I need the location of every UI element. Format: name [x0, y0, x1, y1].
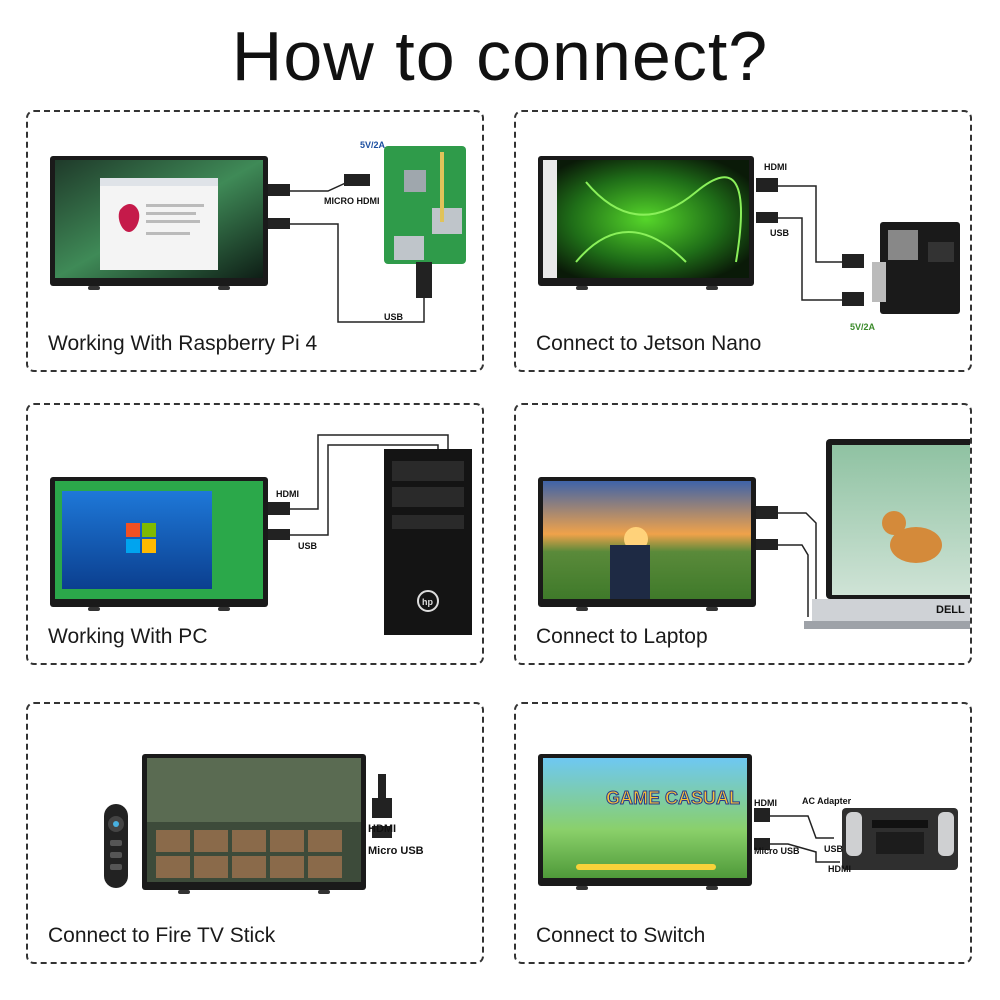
- micro-usb-plug-icon: [754, 838, 770, 850]
- fire-stick-icon: [378, 774, 386, 798]
- hdmi-label: HDMI: [754, 798, 777, 808]
- micro-usb-plug-icon: [372, 826, 392, 838]
- raspberry-pi-board-icon: [384, 146, 466, 264]
- hdmi-plug-icon-2: [842, 254, 864, 268]
- hdmi-label: HDMI: [764, 162, 787, 172]
- usb-label: USB: [824, 844, 844, 854]
- laptop-icon: DELL: [804, 439, 970, 629]
- usb-label: USB: [770, 228, 790, 238]
- panel-caption: Connect to Fire TV Stick: [48, 924, 276, 947]
- panel-switch: GAME CASUAL HDMI Micro USB AC Adapter US…: [514, 702, 972, 964]
- windows-logo-icon: [126, 523, 156, 553]
- monitor-icon: [538, 477, 756, 611]
- usb-plug-icon: [268, 529, 290, 540]
- pc-tower-icon: hp: [384, 449, 472, 635]
- usb-plug-icon: [268, 218, 290, 229]
- usb-label: USB: [298, 541, 318, 551]
- monitor-icon: GAME CASUAL: [538, 754, 752, 890]
- hdmi-label-2: HDMI: [828, 864, 851, 874]
- hdmi-label: HDMI: [368, 823, 396, 835]
- panel-caption: Connect to Switch: [536, 924, 706, 947]
- remote-icon: [104, 804, 128, 888]
- micro-hdmi-label: MICRO HDMI: [324, 196, 380, 206]
- jetson-nano-diagram: HDMI USB 5V/2A: [538, 156, 960, 332]
- hdmi-plug-icon: [754, 808, 770, 822]
- power-label: 5V/2A: [360, 140, 386, 150]
- usb-plug-icon: [756, 539, 778, 550]
- panel-fire-tv-stick: HDMI Micro USB Connect to Fire TV Stick: [26, 702, 484, 964]
- power-label: 5V/2A: [850, 322, 876, 332]
- panel-jetson-nano: HDMI USB 5V/2A Connect to Jetson Nano: [514, 110, 972, 372]
- hdmi-plug-icon: [756, 178, 778, 192]
- usb-plug-icon-2: [416, 262, 432, 298]
- game-title: GAME CASUAL: [606, 788, 740, 808]
- usb-plug-icon: [756, 212, 778, 223]
- cable-lines: [768, 815, 840, 863]
- laptop-brand: DELL: [936, 604, 965, 616]
- monitor-icon: [142, 754, 366, 894]
- panel-pc: hp HDMI USB Working With PC: [26, 403, 484, 665]
- power-plug-icon: [842, 292, 864, 306]
- panel-caption: Working With Raspberry Pi 4: [48, 332, 318, 355]
- panel-caption: Connect to Jetson Nano: [536, 332, 762, 355]
- svg-text:hp: hp: [422, 597, 433, 607]
- micro-usb-label: Micro USB: [368, 845, 424, 857]
- jetson-board-icon: [872, 222, 960, 314]
- pc-diagram: hp HDMI USB: [50, 434, 472, 635]
- page-title: How to connect?: [231, 17, 769, 95]
- panel-laptop: DELL Connect to Laptop: [514, 403, 972, 665]
- ac-adapter-label: AC Adapter: [802, 796, 852, 806]
- switch-diagram: GAME CASUAL HDMI Micro USB AC Adapter US…: [538, 754, 958, 890]
- switch-dock-icon: [842, 808, 958, 870]
- panel-caption: Connect to Laptop: [536, 625, 708, 648]
- panel-caption: Working With PC: [48, 625, 208, 648]
- usb-label: USB: [384, 312, 404, 322]
- laptop-diagram: DELL: [538, 439, 970, 629]
- hdmi-plug-icon: [268, 502, 290, 515]
- monitor-icon: [50, 156, 268, 290]
- hdmi-plug-icon: [268, 184, 290, 196]
- monitor-icon: [538, 156, 754, 290]
- micro-usb-label: Micro USB: [754, 846, 800, 856]
- cable-lines: [778, 512, 817, 617]
- hdmi-label: HDMI: [276, 489, 299, 499]
- panel-raspberry-pi: 5V/2A MICRO HDMI USB Working With Raspbe…: [26, 110, 484, 372]
- micro-hdmi-plug-icon: [344, 174, 370, 186]
- cable-lines: [778, 185, 856, 301]
- raspberry-pi-diagram: 5V/2A MICRO HDMI USB: [50, 140, 466, 323]
- monitor-icon: [50, 477, 268, 611]
- fire-tv-diagram: HDMI Micro USB: [104, 754, 424, 894]
- hdmi-plug-icon: [756, 506, 778, 519]
